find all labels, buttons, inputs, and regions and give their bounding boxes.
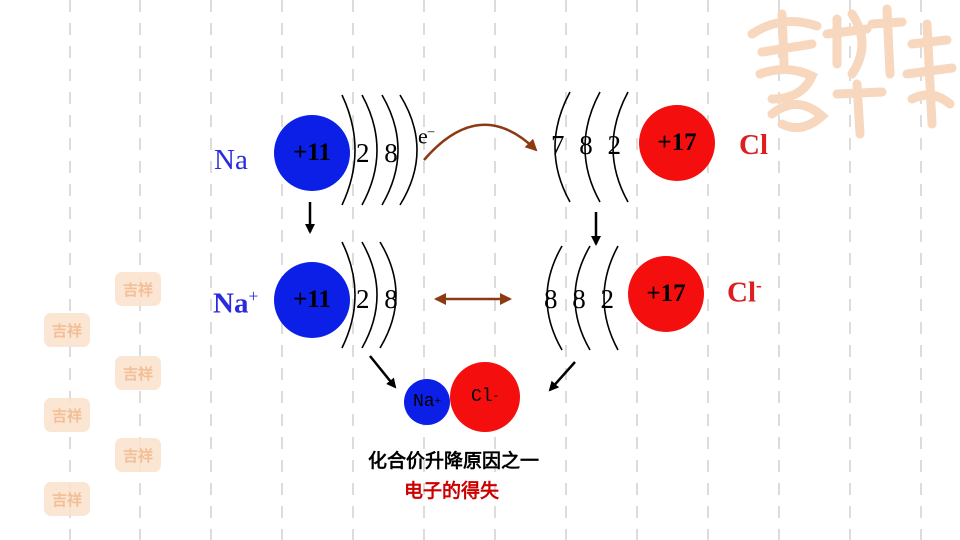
cl-atom-shells	[554, 91, 629, 203]
cl-ion-charge: -	[756, 275, 762, 295]
na-atom-symbol-text: Na	[214, 144, 248, 176]
cl-ion-nucleus-charge: +17	[646, 280, 686, 307]
na-ion-symbol-text: Na	[213, 287, 249, 320]
na-atom-shells-text: 2 8	[356, 138, 402, 168]
watermark-stamp: 吉祥	[44, 313, 90, 347]
cl-atom-nucleus-charge: +17	[657, 129, 697, 156]
na-ion-charge: +	[248, 286, 259, 306]
caption-line2: 电子的得失	[404, 482, 499, 501]
na-ion-shell-numbers: 2 8	[356, 286, 402, 313]
caption-line2-text: 电子的得失	[404, 480, 500, 502]
na-ion-shells-text: 2 8	[356, 284, 402, 314]
watermark-stamp: 吉祥	[44, 398, 90, 432]
na-ion-nucleus: +11	[274, 262, 350, 338]
product-na-ion: Na+	[404, 379, 450, 425]
electron-charge: –	[427, 123, 435, 138]
stamp-text: 吉祥	[122, 364, 153, 383]
caption-line1: 化合价升降原因之一	[368, 452, 539, 471]
stamp-text: 吉祥	[51, 406, 82, 425]
na-ion-shells	[341, 241, 397, 349]
electron-transfer-arrow	[423, 123, 538, 161]
product-cl-text: Cl	[470, 387, 493, 407]
watermark-stamp: 吉祥	[115, 356, 161, 390]
electron-symbol: e	[418, 123, 428, 149]
electron-label: e–	[418, 124, 434, 147]
na-product-arrow	[369, 355, 397, 389]
cl-atom-shell-numbers: 7 8 2	[551, 132, 625, 159]
product-na-text: Na	[412, 392, 435, 412]
cl-atom-symbol-text: Cl	[739, 129, 768, 161]
stamp-text: 吉祥	[122, 446, 153, 465]
caption-line1-text: 化合价升降原因之一	[368, 450, 540, 472]
na-atom-shells	[341, 94, 418, 206]
na-ion-symbol: Na+	[213, 286, 259, 320]
cl-ion-shells-text: 8 8 2	[544, 284, 618, 314]
product-na-charge: +	[434, 396, 442, 408]
cl-product-arrow	[548, 361, 576, 392]
logo-watermark	[747, 4, 957, 139]
na-atom-nucleus-charge: +11	[293, 139, 331, 166]
cl-ion-nucleus: +17	[628, 256, 704, 332]
na-atom-shell-numbers: 2 8	[356, 140, 402, 167]
cl-ion-shell-numbers: 8 8 2	[544, 286, 618, 313]
na-atom-symbol: Na	[214, 146, 248, 175]
product-cl-ion: Cl-	[450, 362, 520, 432]
cl-atom-nucleus: +17	[639, 105, 715, 181]
cl-ion-shells	[546, 245, 619, 351]
stamp-text: 吉祥	[51, 490, 82, 509]
watermark-stamp: 吉祥	[44, 482, 90, 516]
cl-atom-shells-text: 7 8 2	[551, 130, 625, 160]
cl-ion-symbol: Cl-	[727, 275, 762, 309]
stamp-text: 吉祥	[51, 321, 82, 340]
product-cl-charge: -	[492, 391, 500, 403]
na-atom-nucleus: +11	[274, 115, 350, 191]
watermark-stamp: 吉祥	[115, 272, 161, 306]
cl-ion-symbol-text: Cl	[727, 276, 756, 309]
watermark-stamp: 吉祥	[115, 438, 161, 472]
na-ion-nucleus-charge: +11	[293, 286, 331, 313]
cl-atom-symbol: Cl	[739, 131, 768, 160]
stamp-text: 吉祥	[122, 280, 153, 299]
